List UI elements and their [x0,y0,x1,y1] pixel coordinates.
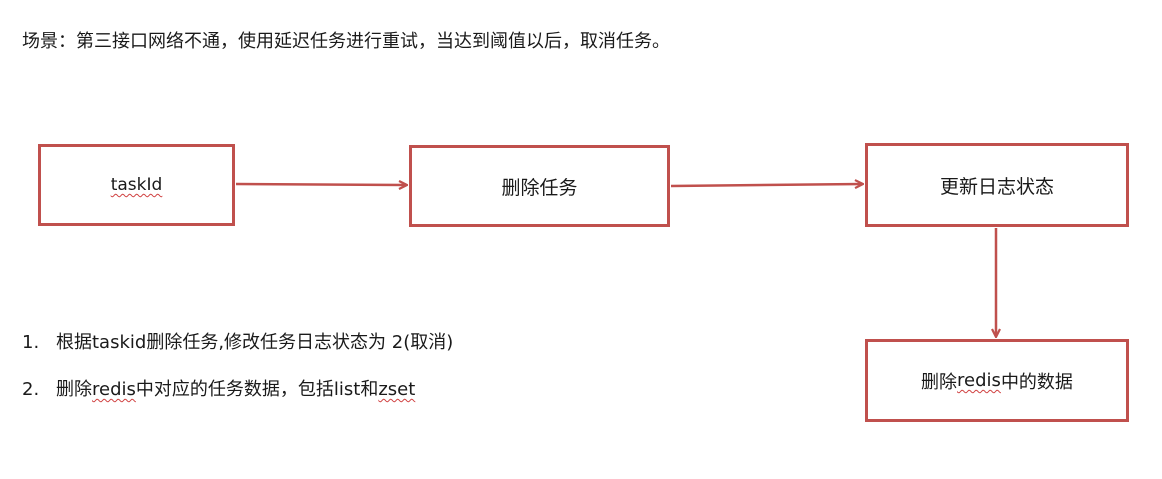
step-item: 1. 根据taskid删除任务,修改任务日志状态为 2(取消) [22,328,453,354]
step-number: 1. [22,332,40,353]
step-text-middle: 中对应的任务数据，包括list和 [135,379,379,400]
step-number: 2. [22,379,40,400]
step-item: 2. 删除redis中对应的任务数据，包括list和zset [22,375,415,401]
delete-redis-label-prefix: 删除 [921,371,958,393]
delete-task-box: 删除任务 [409,145,670,227]
arrow-delete-to-log [670,184,862,186]
delete-task-label: 删除任务 [501,176,578,199]
update-log-status-box: 更新日志状态 [865,143,1129,227]
scene-description: 场景：第三接口网络不通，使用延迟任务进行重试，当达到阈值以后，取消任务。 [22,31,670,52]
step-text-zset: zset [378,379,416,400]
arrow-taskid-to-delete [235,184,406,185]
taskid-box: taskId [38,144,235,226]
taskid-label: taskId [110,175,163,195]
step-text-redis: redis [92,379,136,400]
delete-redis-label-suffix: 中的数据 [1000,371,1073,393]
update-log-status-label: 更新日志状态 [939,175,1054,198]
step-text-prefix: 删除 [56,379,92,400]
delete-redis-label-word: redis [957,370,1001,391]
step-text: 根据taskid删除任务,修改任务日志状态为 2(取消) [56,332,454,353]
